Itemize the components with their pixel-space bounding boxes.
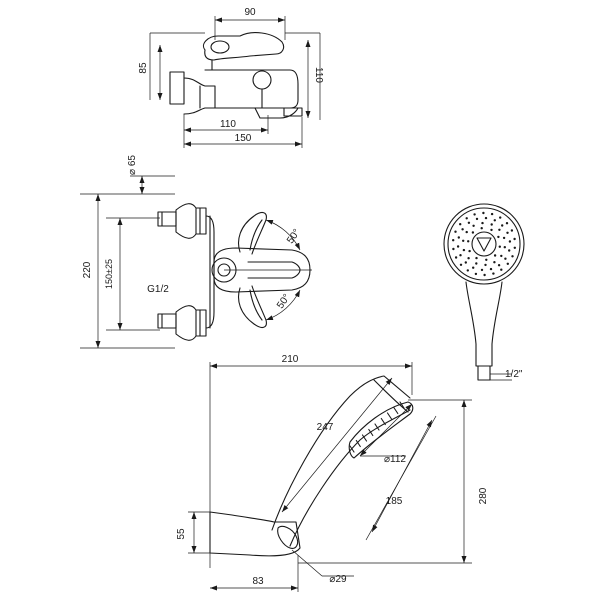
nozzle-dot	[493, 254, 497, 257]
nozzle-dot	[506, 231, 509, 234]
nozzle-dot	[492, 272, 495, 275]
nozzle-dot	[475, 256, 478, 260]
dim-hose-diameter: ⌀29	[329, 574, 347, 585]
nozzle-dot	[454, 230, 457, 233]
nozzle-dot	[504, 257, 507, 260]
nozzle-dot	[500, 254, 503, 258]
dim-bracket-height: 55	[176, 528, 187, 540]
nozzle-dot	[484, 216, 488, 220]
nozzle-dot	[471, 231, 475, 234]
nozzle-dot	[456, 245, 460, 248]
dim-inlet-diameter: ⌀ 65	[127, 155, 138, 175]
nozzle-dot	[508, 240, 512, 243]
nozzle-pattern	[452, 211, 516, 277]
dim-holder-height: 280	[478, 487, 489, 504]
nozzle-dot	[475, 217, 479, 221]
mixer-top-view	[149, 16, 321, 148]
hatch-line	[380, 417, 386, 426]
nozzle-dot	[493, 219, 496, 222]
nozzle-dot	[452, 239, 455, 242]
nozzle-dot	[454, 256, 458, 259]
nozzle-dot	[508, 249, 511, 252]
nozzle-dot	[459, 223, 462, 226]
dim-inlet-spacing: 150±25	[104, 259, 114, 289]
dim-overall-height: 220	[82, 261, 93, 278]
nozzle-dot	[513, 246, 516, 249]
nozzle-dot	[483, 273, 486, 277]
dim-head-diameter: ⌀112	[384, 454, 406, 465]
nozzle-dot	[498, 228, 501, 231]
angle-lower: 50°	[275, 292, 293, 311]
nozzle-dot	[461, 228, 464, 231]
hatch-line	[393, 406, 399, 415]
nozzle-dot	[513, 237, 516, 241]
nozzle-dot	[510, 229, 514, 232]
nozzle-dot	[452, 247, 455, 251]
shower-head-hatch	[349, 401, 405, 453]
dim-spout-110: 110	[220, 119, 236, 130]
nozzle-dot	[475, 262, 478, 265]
connection-thread: 1/2"	[505, 369, 523, 380]
dim-top-width: 90	[244, 7, 256, 18]
nozzle-dot	[480, 227, 483, 230]
nozzle-dot	[511, 255, 514, 258]
nozzle-dot	[467, 221, 471, 224]
nozzle-dot	[474, 272, 478, 276]
nozzle-dot	[472, 224, 475, 227]
dim-holder-width: 210	[282, 354, 299, 365]
dim-head-offset: 185	[386, 496, 403, 507]
nozzle-dot	[468, 249, 471, 253]
nozzle-dot	[505, 222, 509, 225]
nozzle-dot	[482, 211, 485, 215]
nozzle-dot	[459, 254, 462, 257]
nozzle-dot	[499, 216, 502, 219]
hand-shower-side	[188, 362, 472, 592]
nozzle-dot	[500, 268, 503, 271]
hand-shower-front	[443, 203, 525, 381]
thread-label: G1/2	[147, 284, 169, 295]
nozzle-dot	[466, 269, 469, 272]
nozzle-dot	[506, 262, 509, 265]
nozzle-dot	[490, 228, 493, 232]
nozzle-dot	[462, 239, 465, 242]
nozzle-dot	[501, 224, 504, 227]
nozzle-dot	[457, 236, 460, 239]
nozzle-dot	[465, 230, 468, 234]
dim-hand-shower-length: 247	[317, 422, 334, 433]
nozzle-dot	[484, 263, 487, 267]
nozzle-dot	[485, 258, 488, 261]
hatch-line	[386, 412, 393, 420]
nozzle-dot	[497, 235, 500, 239]
nozzle-dot	[493, 261, 496, 264]
nozzle-dot	[473, 213, 476, 216]
nozzle-dot	[467, 240, 470, 243]
nozzle-dot	[503, 246, 506, 249]
nozzle-dot	[490, 223, 493, 226]
nozzle-dot	[467, 257, 470, 260]
dim-top-left-height: 85	[138, 62, 149, 74]
angle-upper: 50°	[285, 227, 303, 246]
nozzle-dot	[498, 245, 501, 248]
nozzle-dot	[464, 261, 467, 264]
nozzle-dot	[490, 212, 494, 216]
dim-top-right-height: 110	[313, 67, 324, 83]
dim-spout-150: 150	[235, 133, 252, 144]
nozzle-dot	[465, 217, 468, 220]
nozzle-dot	[502, 236, 506, 240]
nozzle-dot	[462, 248, 466, 252]
nozzle-dot	[459, 263, 463, 266]
nozzle-dot	[480, 268, 484, 272]
nozzle-dot	[489, 267, 493, 271]
dim-bracket-depth: 83	[252, 576, 264, 587]
mixer-front-view	[80, 175, 312, 349]
nozzle-dot	[481, 221, 484, 225]
nozzle-dot	[472, 266, 475, 269]
nozzle-dot	[497, 264, 501, 267]
